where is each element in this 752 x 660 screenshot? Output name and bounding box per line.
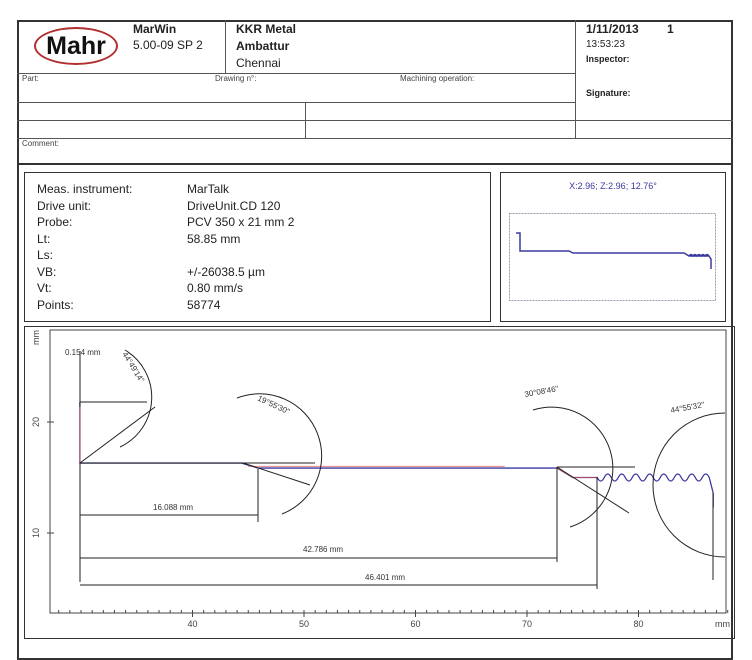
dimension-label: 44°55'32" xyxy=(670,400,705,415)
x-tick-label: 60 xyxy=(410,619,420,629)
company-name: KKR Metal xyxy=(236,22,297,36)
info-value: 0.80 mm/s xyxy=(187,281,244,295)
overview-plot xyxy=(509,213,716,301)
plot-area xyxy=(49,329,727,614)
info-label: Ls: xyxy=(37,248,54,262)
inspector-label: Inspector: xyxy=(586,54,630,64)
info-value: +/-26038.5 µm xyxy=(187,264,265,279)
comment-label: Comment: xyxy=(22,139,59,148)
info-label: Probe: xyxy=(37,215,73,229)
overview-caption: X:2.96; Z:2.96; 12.76° xyxy=(569,181,657,191)
x-tick-label: 80 xyxy=(633,619,643,629)
y-tick-label: 10 xyxy=(31,528,41,538)
dimension-label: 19°55'30" xyxy=(256,394,291,417)
info-value: 58774 xyxy=(187,297,221,312)
machining-label: Machining operation: xyxy=(400,74,475,83)
info-label: Lt: xyxy=(37,231,51,246)
x-tick-label: 50 xyxy=(299,619,309,629)
info-value: MarTalk xyxy=(187,182,230,196)
dimension-label: 30°08'46" xyxy=(524,384,559,399)
info-label: Points: xyxy=(37,297,74,312)
drawing-label: Drawing n°: xyxy=(215,74,257,83)
angle-arc xyxy=(119,349,153,448)
info-label: Vt: xyxy=(37,281,52,295)
info-label: VB: xyxy=(37,264,57,279)
x-tick-label: 40 xyxy=(187,619,197,629)
software-version: 5.00-09 SP 2 xyxy=(133,38,203,52)
software-name: MarWin xyxy=(133,22,177,36)
location-2: Chennai xyxy=(236,56,281,70)
x-tick-label: 70 xyxy=(522,619,532,629)
mahr-logo: Mahr xyxy=(34,27,118,65)
overview-profile-line xyxy=(516,232,712,269)
y-axis-label: mm xyxy=(31,330,41,345)
profile-line xyxy=(79,402,714,508)
dimension-line xyxy=(556,466,630,514)
report-date: 1/11/2013 xyxy=(586,22,639,36)
dimension-line xyxy=(242,462,311,486)
location-1: Ambattur xyxy=(236,39,290,53)
info-value: PCV 350 x 21 mm 2 xyxy=(187,215,295,229)
page-number: 1 xyxy=(667,22,674,36)
angle-arc xyxy=(236,393,323,515)
profile-overview: X:2.96; Z:2.96; 12.76° xyxy=(500,172,726,322)
dimension-label: 42.786 mm xyxy=(303,545,343,554)
part-label: Part: xyxy=(22,74,39,83)
x-axis-label: mm xyxy=(715,619,730,629)
dimension-label: 0.154 mm xyxy=(65,348,101,357)
angle-arc xyxy=(652,412,726,558)
info-value: 58.85 mm xyxy=(187,231,241,246)
y-tick-label: 20 xyxy=(31,417,41,427)
element-line xyxy=(79,402,598,478)
report-time: 13:53:23 xyxy=(586,39,625,50)
info-value: DriveUnit.CD 120 xyxy=(187,198,281,213)
signature-label: Signature: xyxy=(586,88,631,98)
dimension-label: 46.401 mm xyxy=(365,573,405,582)
angle-arc xyxy=(532,406,614,528)
dimension-label: 16.088 mm xyxy=(153,503,193,512)
info-label: Drive unit: xyxy=(37,198,92,213)
dimension-line xyxy=(79,406,156,464)
info-label: Meas. instrument: xyxy=(37,182,133,196)
